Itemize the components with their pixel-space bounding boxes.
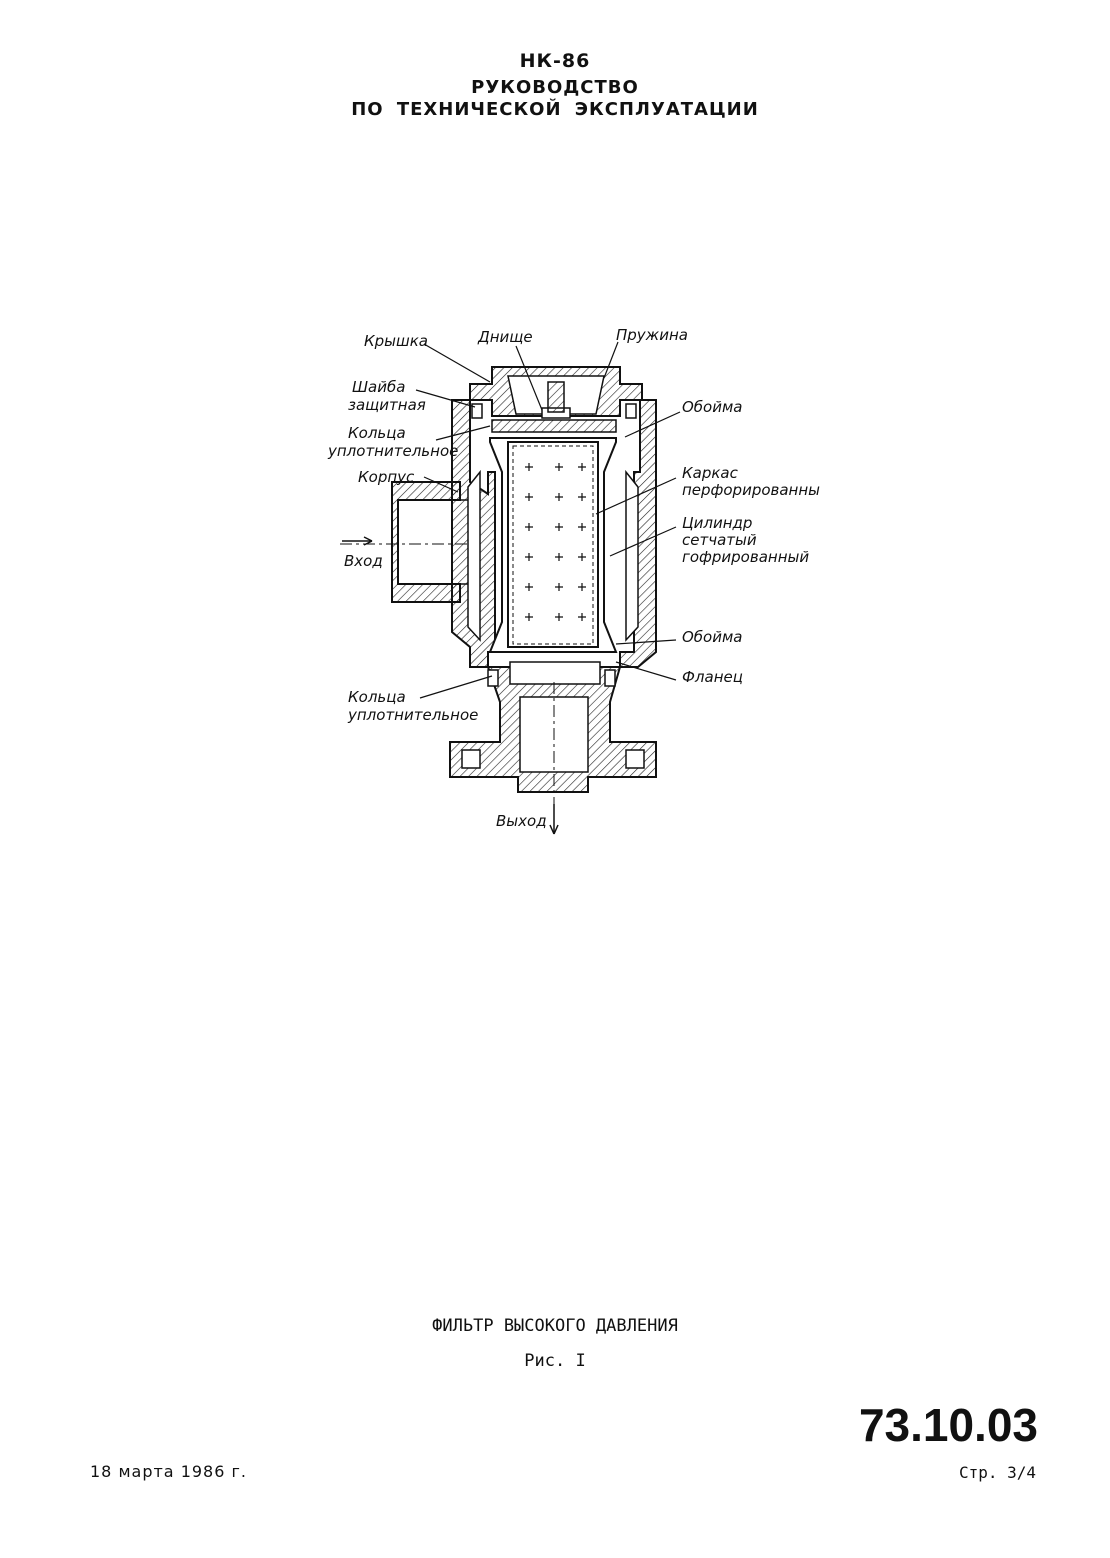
label-karkas-2: перфорированный xyxy=(682,481,820,499)
label-tsilindr-1: Цилиндр xyxy=(682,514,752,532)
filter-element xyxy=(467,403,639,687)
label-koltsa-top-2: уплотнительное xyxy=(327,442,458,460)
flow-markers xyxy=(340,536,559,835)
document-code: 73.10.03 xyxy=(858,1399,1038,1451)
label-dnishche: Днище xyxy=(477,328,533,346)
figure-number: Рис. I xyxy=(524,1351,586,1371)
leader-lines xyxy=(415,341,681,699)
label-korpus: Корпус xyxy=(358,468,415,486)
label-karkas-1: Каркас xyxy=(682,464,739,482)
label-vkhod: Вход xyxy=(344,552,383,570)
figure-title: ФИЛЬТР ВЫСОКОГО ДАВЛЕНИЯ xyxy=(432,1316,678,1336)
label-oboima-top: Обойма xyxy=(682,398,743,416)
label-koltsa-bottom-2: уплотнительное xyxy=(347,706,478,724)
label-koltsa-bottom-1: Кольца xyxy=(348,688,406,706)
label-kryshka: Крышка xyxy=(364,332,428,350)
label-flanets: Фланец xyxy=(682,668,743,686)
header-manual-title: РУКОВОДСТВО xyxy=(471,77,639,98)
label-vykhod: Выход xyxy=(496,812,547,830)
label-koltsa-top-1: Кольца xyxy=(348,424,406,442)
header-manual-subtitle: ПО ТЕХНИЧЕСКОЙ ЭКСПЛУАТАЦИИ xyxy=(351,99,759,120)
label-tsilindr-3: гофрированный xyxy=(682,548,809,566)
label-oboima-bottom: Обойма xyxy=(682,628,743,646)
label-pruzhina: Пружина xyxy=(616,326,688,344)
document-date: 18 марта 1986 г. xyxy=(90,1462,247,1481)
header-model: НК-86 xyxy=(519,50,591,72)
label-shaiba-2: защитная xyxy=(348,396,426,414)
page-number: Стр. 3/4 xyxy=(958,1463,1036,1482)
label-tsilindr-2: сетчатый xyxy=(682,531,757,549)
housing-body xyxy=(391,366,657,793)
filter-cross-section-drawing: Крышка Днище Пружина Шайба защитная Коль… xyxy=(320,322,820,842)
label-shaiba-1: Шайба xyxy=(352,378,405,396)
